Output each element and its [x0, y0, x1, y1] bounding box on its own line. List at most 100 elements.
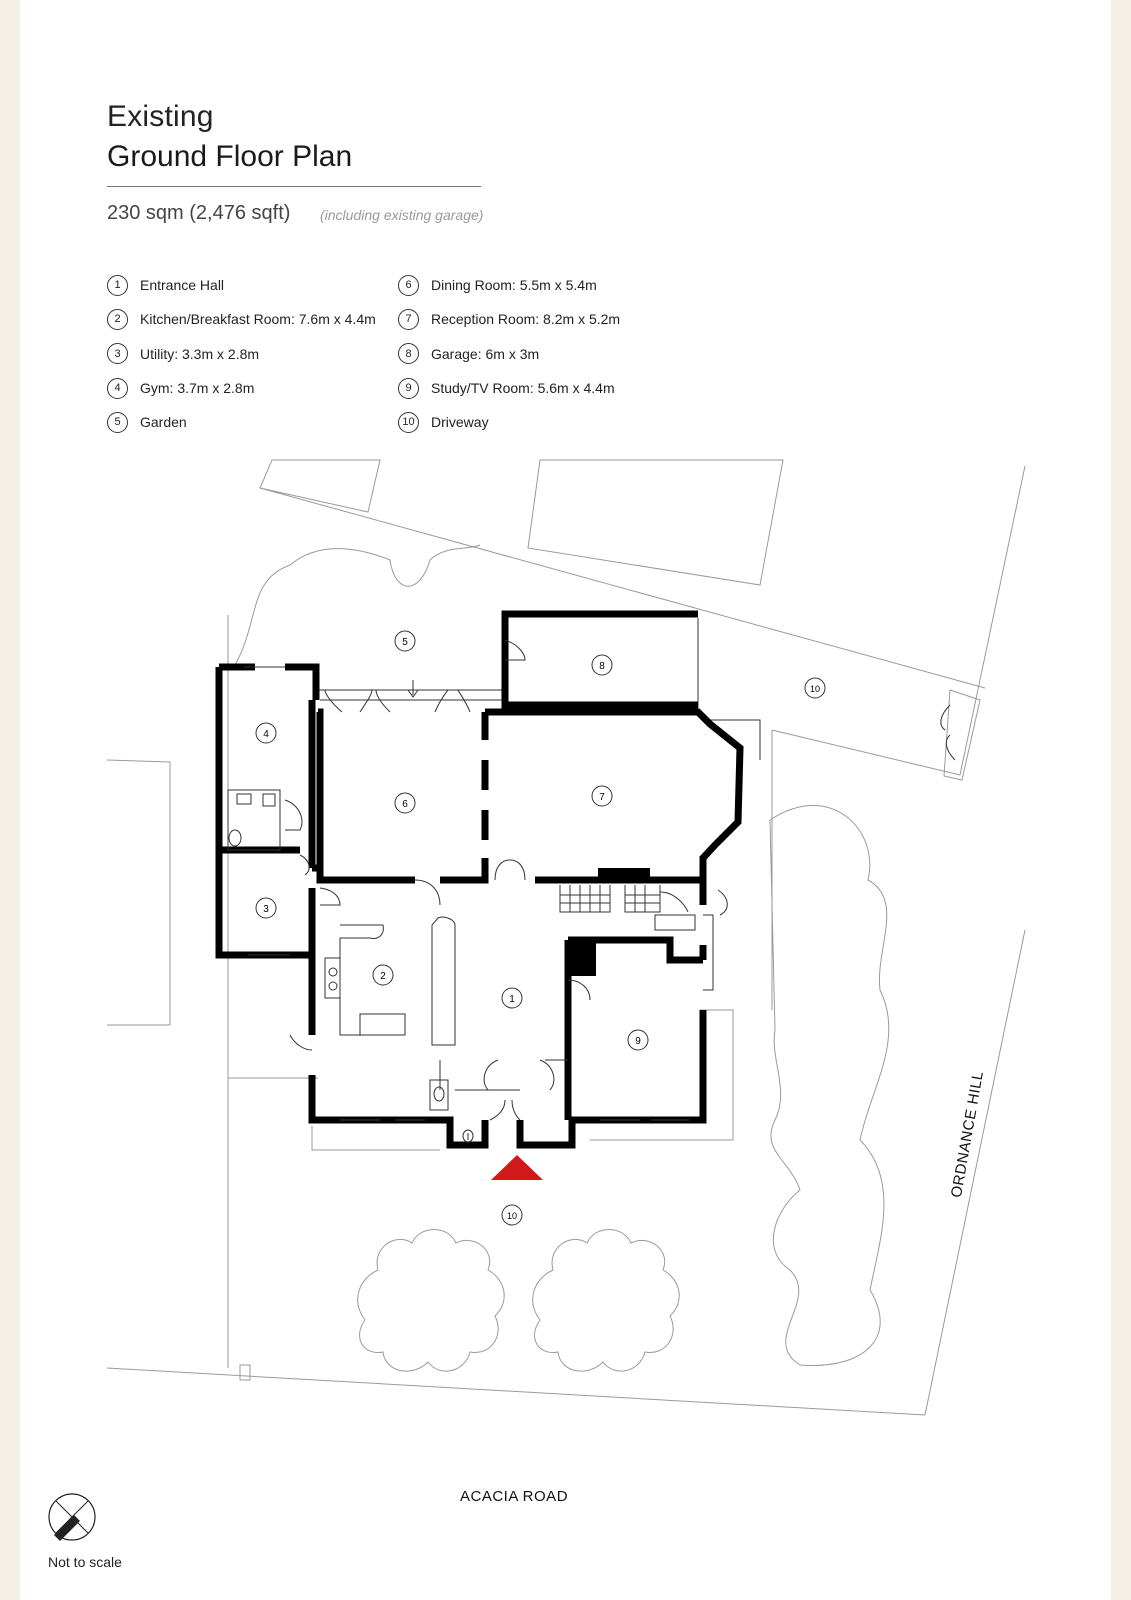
svg-text:9: 9	[635, 1036, 641, 1047]
marker-room-10-front: 10	[501, 1204, 523, 1226]
legend-number: 9	[398, 377, 419, 399]
wall-reception-bay	[485, 708, 744, 880]
legend-label: Garden	[140, 414, 187, 431]
plan-sheet	[20, 0, 1111, 1600]
title-divider	[107, 186, 481, 187]
kitchen-island	[431, 916, 456, 1046]
marker-room-9: 9	[627, 1029, 649, 1051]
garden-door-2	[359, 689, 373, 713]
wall-front	[308, 958, 707, 1149]
legend-label: Reception Room: 8.2m x 5.2m	[431, 311, 621, 328]
hall-lobby	[439, 1059, 568, 1091]
boundary-east-lower	[924, 929, 1026, 1416]
legend-item: 1 Entrance Hall	[107, 268, 376, 302]
internal-fixtures	[227, 666, 714, 1143]
legend-label: Kitchen/Breakfast Room: 7.6m x 4.4m	[140, 311, 376, 328]
road-label-acacia: ACACIA ROAD	[460, 1488, 569, 1505]
legend-number: 8	[398, 343, 419, 365]
svg-text:1: 1	[509, 994, 515, 1005]
room-markers: 5 8 10 4 6 7 3 2 1 9 10	[255, 630, 826, 1226]
side-steps	[710, 719, 761, 760]
wc-gym	[227, 789, 281, 851]
legend-number: 6	[398, 274, 419, 296]
toilet-gym	[228, 829, 242, 847]
garage-door-swing	[504, 639, 526, 661]
front-lobby-doors	[483, 1059, 555, 1091]
gate-post	[239, 1364, 251, 1381]
legend-item: 4 Gym: 3.7m x 2.8m	[107, 371, 376, 405]
north-arrow-compass-icon	[48, 1493, 96, 1541]
legend-label: Utility: 3.3m x 2.8m	[140, 345, 260, 362]
legend-number: 1	[107, 274, 128, 296]
site-linework	[106, 459, 1026, 1416]
legend-number: 4	[107, 377, 128, 399]
legend-item: 3 Utility: 3.3m x 2.8m	[107, 337, 376, 371]
legend-number: 10	[398, 411, 419, 433]
wall-garage-west	[501, 614, 698, 709]
garden-hedge	[234, 544, 481, 666]
east-door-swing	[659, 891, 689, 913]
svg-text:5: 5	[402, 637, 408, 648]
solid-elements	[568, 868, 650, 976]
wall-study-north	[568, 936, 703, 964]
marker-room-4: 4	[255, 722, 277, 744]
svg-text:8: 8	[599, 661, 605, 672]
driveway-edge	[771, 729, 961, 776]
boundary-north	[259, 487, 986, 689]
wall-gym-north	[219, 663, 320, 700]
marker-room-6: 6	[394, 792, 416, 814]
basin-gym	[236, 793, 252, 805]
oven-dial-2	[328, 981, 338, 991]
cloakroom-basin	[433, 1086, 445, 1102]
legend-label: Entrance Hall	[140, 277, 225, 294]
marker-room-3: 3	[255, 897, 277, 919]
study-window-frame	[703, 914, 714, 991]
legend-label: Gym: 3.7m x 2.8m	[140, 380, 255, 397]
legend-label: Study/TV Room: 5.6m x 4.4m	[431, 380, 615, 397]
svg-text:3: 3	[263, 904, 269, 915]
double-door-dining	[494, 859, 526, 881]
staircase-2	[624, 885, 661, 913]
svg-text:10: 10	[810, 684, 820, 694]
fireplace-reception	[598, 868, 650, 882]
neighbour-building-north	[527, 459, 784, 586]
side-gate-swing	[940, 704, 956, 761]
front-path-edge-west	[311, 1126, 440, 1151]
shower-gym	[262, 793, 276, 807]
east-exit-swing	[717, 889, 728, 916]
boundary-south	[106, 1367, 926, 1416]
svg-text:6: 6	[402, 799, 408, 810]
title-floor-plan: Ground Floor Plan	[107, 140, 353, 173]
marker-room-2: 2	[372, 964, 394, 986]
kitchen-units	[339, 924, 406, 1036]
legend-label: Driveway	[431, 414, 489, 431]
utility-door-swing	[299, 854, 310, 876]
external-walls	[215, 610, 744, 1149]
neighbour-building-west	[106, 759, 171, 1026]
marker-room-7: 7	[591, 785, 613, 807]
wall-dining-south	[440, 858, 489, 884]
marker-room-5: 5	[394, 630, 416, 652]
wall-dining	[316, 708, 415, 884]
cloakroom-wc	[429, 1079, 449, 1111]
oven-dial-1	[328, 967, 338, 977]
marker-room-10-rear: 10	[804, 677, 826, 699]
marker-room-1: 1	[501, 987, 523, 1009]
entrance-triangle-icon	[491, 1155, 543, 1180]
legend-number: 5	[107, 411, 128, 433]
scale-note: Not to scale	[48, 1554, 122, 1570]
garden-door-1	[324, 689, 343, 713]
floor-area-note: (including existing garage)	[320, 207, 484, 223]
garden-door-4	[434, 689, 449, 713]
legend-item: 5 Garden	[107, 405, 376, 439]
svg-text:10: 10	[507, 1211, 517, 1221]
legend-number: 3	[107, 343, 128, 365]
front-toilet	[462, 1129, 474, 1143]
garden-entry-arrow	[407, 680, 419, 698]
legend-item: 9 Study/TV Room: 5.6m x 4.4m	[398, 371, 620, 405]
